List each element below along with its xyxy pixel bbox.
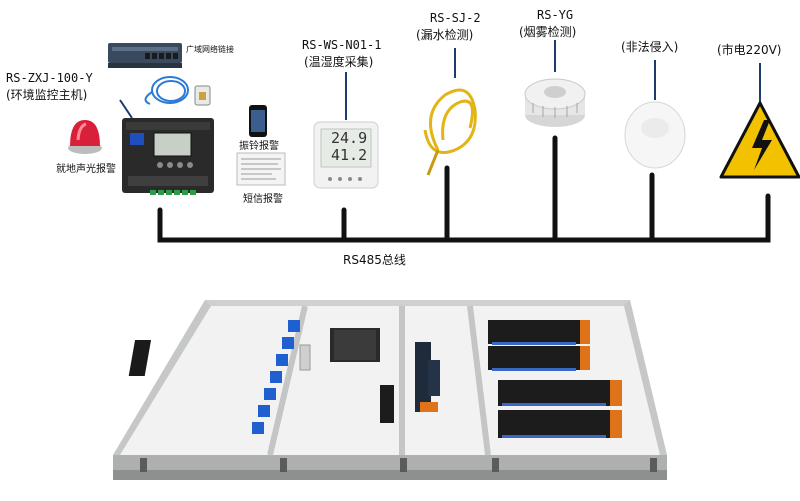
smoke-detector	[524, 78, 586, 127]
host-model-label: RS-ZXJ-100-Y	[6, 71, 93, 85]
th-name-label: (温湿度采集)	[304, 55, 374, 69]
temp-humidity-sensor	[313, 121, 379, 189]
network-cable	[144, 76, 189, 105]
data-center-floorplan	[113, 300, 667, 480]
switch-note-label: 广域网络链接	[186, 45, 234, 54]
mains-name-label: (市电220V)	[717, 43, 782, 57]
leak-name-label: (漏水检测)	[416, 28, 474, 42]
mobile-phone	[249, 105, 267, 137]
sms-alarm-label: 短信报警	[243, 194, 283, 205]
leader-lines	[119, 40, 761, 120]
water-leak-rope	[423, 88, 477, 176]
host-name-label: (环境监控主机)	[6, 88, 88, 102]
smoke-name-label: (烟雾检测)	[519, 25, 577, 39]
th-model-label: RS-WS-N01-1	[302, 38, 382, 52]
leak-model-label: RS-SJ-2	[430, 11, 481, 25]
intrusion-detector	[624, 101, 686, 169]
host-controller	[122, 118, 214, 195]
vibration-alarm-label: 振铃报警	[239, 141, 279, 152]
network-switch	[108, 43, 182, 68]
sms-screenshot	[236, 152, 286, 186]
server-racks	[488, 320, 622, 438]
smoke-model-label: RS-YG	[537, 8, 574, 22]
sound-light-alarm	[68, 120, 102, 154]
intrusion-name-label: (非法侵入)	[621, 40, 679, 54]
bus-label: RS485总线	[343, 253, 406, 267]
th-hum-readout: 41.2	[331, 146, 368, 164]
sim-card	[194, 85, 211, 106]
ground-alarm-label: 就地声光报警	[56, 164, 116, 175]
high-voltage-warning-icon	[719, 101, 800, 179]
th-temp-readout: 24.9	[331, 129, 368, 147]
rs485-bus	[157, 135, 771, 243]
